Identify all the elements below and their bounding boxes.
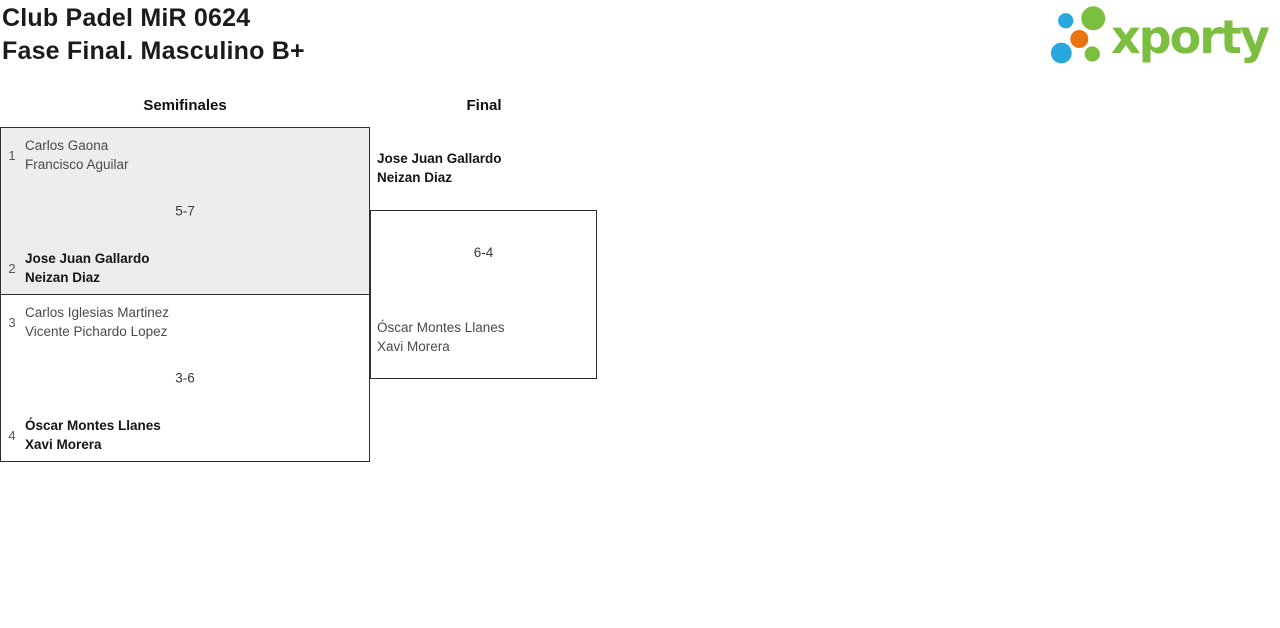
round-header-final: Final	[466, 97, 502, 114]
page-title-line2: Fase Final. Masculino B+	[2, 37, 305, 65]
final-team-2: Óscar Montes Llanes Xavi Morera	[377, 318, 505, 356]
team-names-winner: Óscar Montes Llanes Xavi Morera	[25, 416, 161, 454]
xporty-logo: xporty	[1048, 4, 1278, 72]
seed-number: 2	[8, 260, 16, 276]
player-name: Xavi Morera	[377, 339, 450, 354]
player-name: Neizan Diaz	[25, 270, 101, 285]
semifinal-2-team-1: 3 Carlos Iglesias Martinez Vicente Picha…	[5, 303, 361, 341]
page-title-line1: Club Padel MiR 0624	[2, 4, 251, 32]
player-name: Jose Juan Gallardo	[377, 151, 502, 166]
semifinal-1-match-box: 1 Carlos Gaona Francisco Aguilar 5-7 2 J…	[0, 127, 370, 295]
player-name: Vicente Pichardo Lopez	[25, 324, 168, 339]
final-team-1-winner: Jose Juan Gallardo Neizan Diaz	[377, 149, 502, 187]
semifinal-2-team-2: 4 Óscar Montes Llanes Xavi Morera	[5, 416, 361, 454]
semifinal-2-match-box: 3 Carlos Iglesias Martinez Vicente Picha…	[0, 294, 370, 462]
logo-dot-green-large	[1081, 6, 1106, 31]
round-header-semifinales: Semifinales	[143, 97, 227, 114]
final-score: 6-4	[473, 245, 494, 260]
player-name: Óscar Montes Llanes	[25, 418, 161, 433]
player-name: Carlos Iglesias Martinez	[25, 305, 170, 320]
xporty-logo-text: xporty	[1111, 10, 1270, 64]
logo-dot-blue-large	[1050, 42, 1072, 64]
player-name: Francisco Aguilar	[25, 157, 129, 172]
semifinal-1-score: 5-7	[175, 203, 195, 219]
player-name: Carlos Gaona	[25, 138, 109, 153]
seed-number: 3	[8, 314, 16, 330]
player-name: Óscar Montes Llanes	[377, 320, 505, 335]
player-name: Jose Juan Gallardo	[25, 251, 150, 266]
seed-number: 1	[8, 147, 16, 163]
player-name: Xavi Morera	[25, 437, 102, 452]
logo-dot-blue-small	[1058, 13, 1074, 29]
xporty-logo-graphic: xporty	[1050, 6, 1272, 64]
team-names: Carlos Iglesias Martinez Vicente Pichard…	[25, 303, 169, 341]
semifinal-1-team-1: 1 Carlos Gaona Francisco Aguilar	[5, 136, 361, 174]
semifinal-1-team-2: 2 Jose Juan Gallardo Neizan Diaz	[5, 249, 361, 287]
final-match-box	[370, 210, 597, 379]
logo-dot-green-small	[1084, 46, 1100, 62]
semifinal-2-score: 3-6	[175, 370, 195, 386]
logo-dot-orange	[1070, 30, 1089, 48]
team-names: Carlos Gaona Francisco Aguilar	[25, 136, 129, 174]
player-name: Neizan Diaz	[377, 170, 453, 185]
page-title: Club Padel MiR 0624 Fase Final. Masculin…	[2, 2, 305, 68]
team-names-winner: Jose Juan Gallardo Neizan Diaz	[25, 249, 150, 287]
seed-number: 4	[8, 427, 16, 443]
